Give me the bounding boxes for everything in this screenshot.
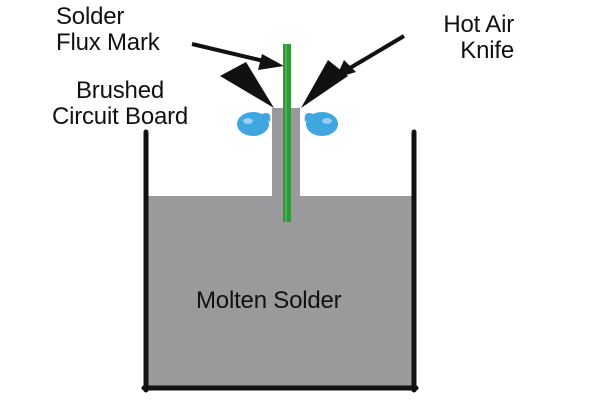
brushed-circuit-board-line-1: Brushed [76, 77, 164, 104]
left-air-knife-nozzle-icon [220, 62, 274, 108]
solder-flux-mark-label: Solder Flux Mark [56, 4, 160, 56]
right-air-droplet-icon [304, 112, 338, 136]
solder-flux-mark-arrow-icon [191, 42, 284, 70]
tank [141, 129, 419, 393]
hot-air-knife-arrow-icon [336, 34, 406, 78]
hot-air-knife-label: Hot Air Knife [404, 12, 514, 64]
hot-air-knife-line-2: Knife [460, 37, 514, 64]
left-air-droplet-icon [237, 112, 271, 136]
molten-solder-fill [146, 196, 414, 388]
brushed-circuit-board-label: Brushed Circuit Board [34, 78, 206, 130]
solder-flux-mark-line-2: Flux Mark [56, 29, 160, 56]
solder-flux-mark-line-1: Solder [56, 3, 125, 30]
molten-solder-label: Molten Solder [196, 287, 342, 314]
hot-air-knife-line-1: Hot Air [443, 11, 514, 38]
circuit-board-highlight [285, 44, 287, 222]
brushed-circuit-board-line-2: Circuit Board [51, 103, 189, 130]
right-air-knife-nozzle-icon [301, 60, 348, 108]
